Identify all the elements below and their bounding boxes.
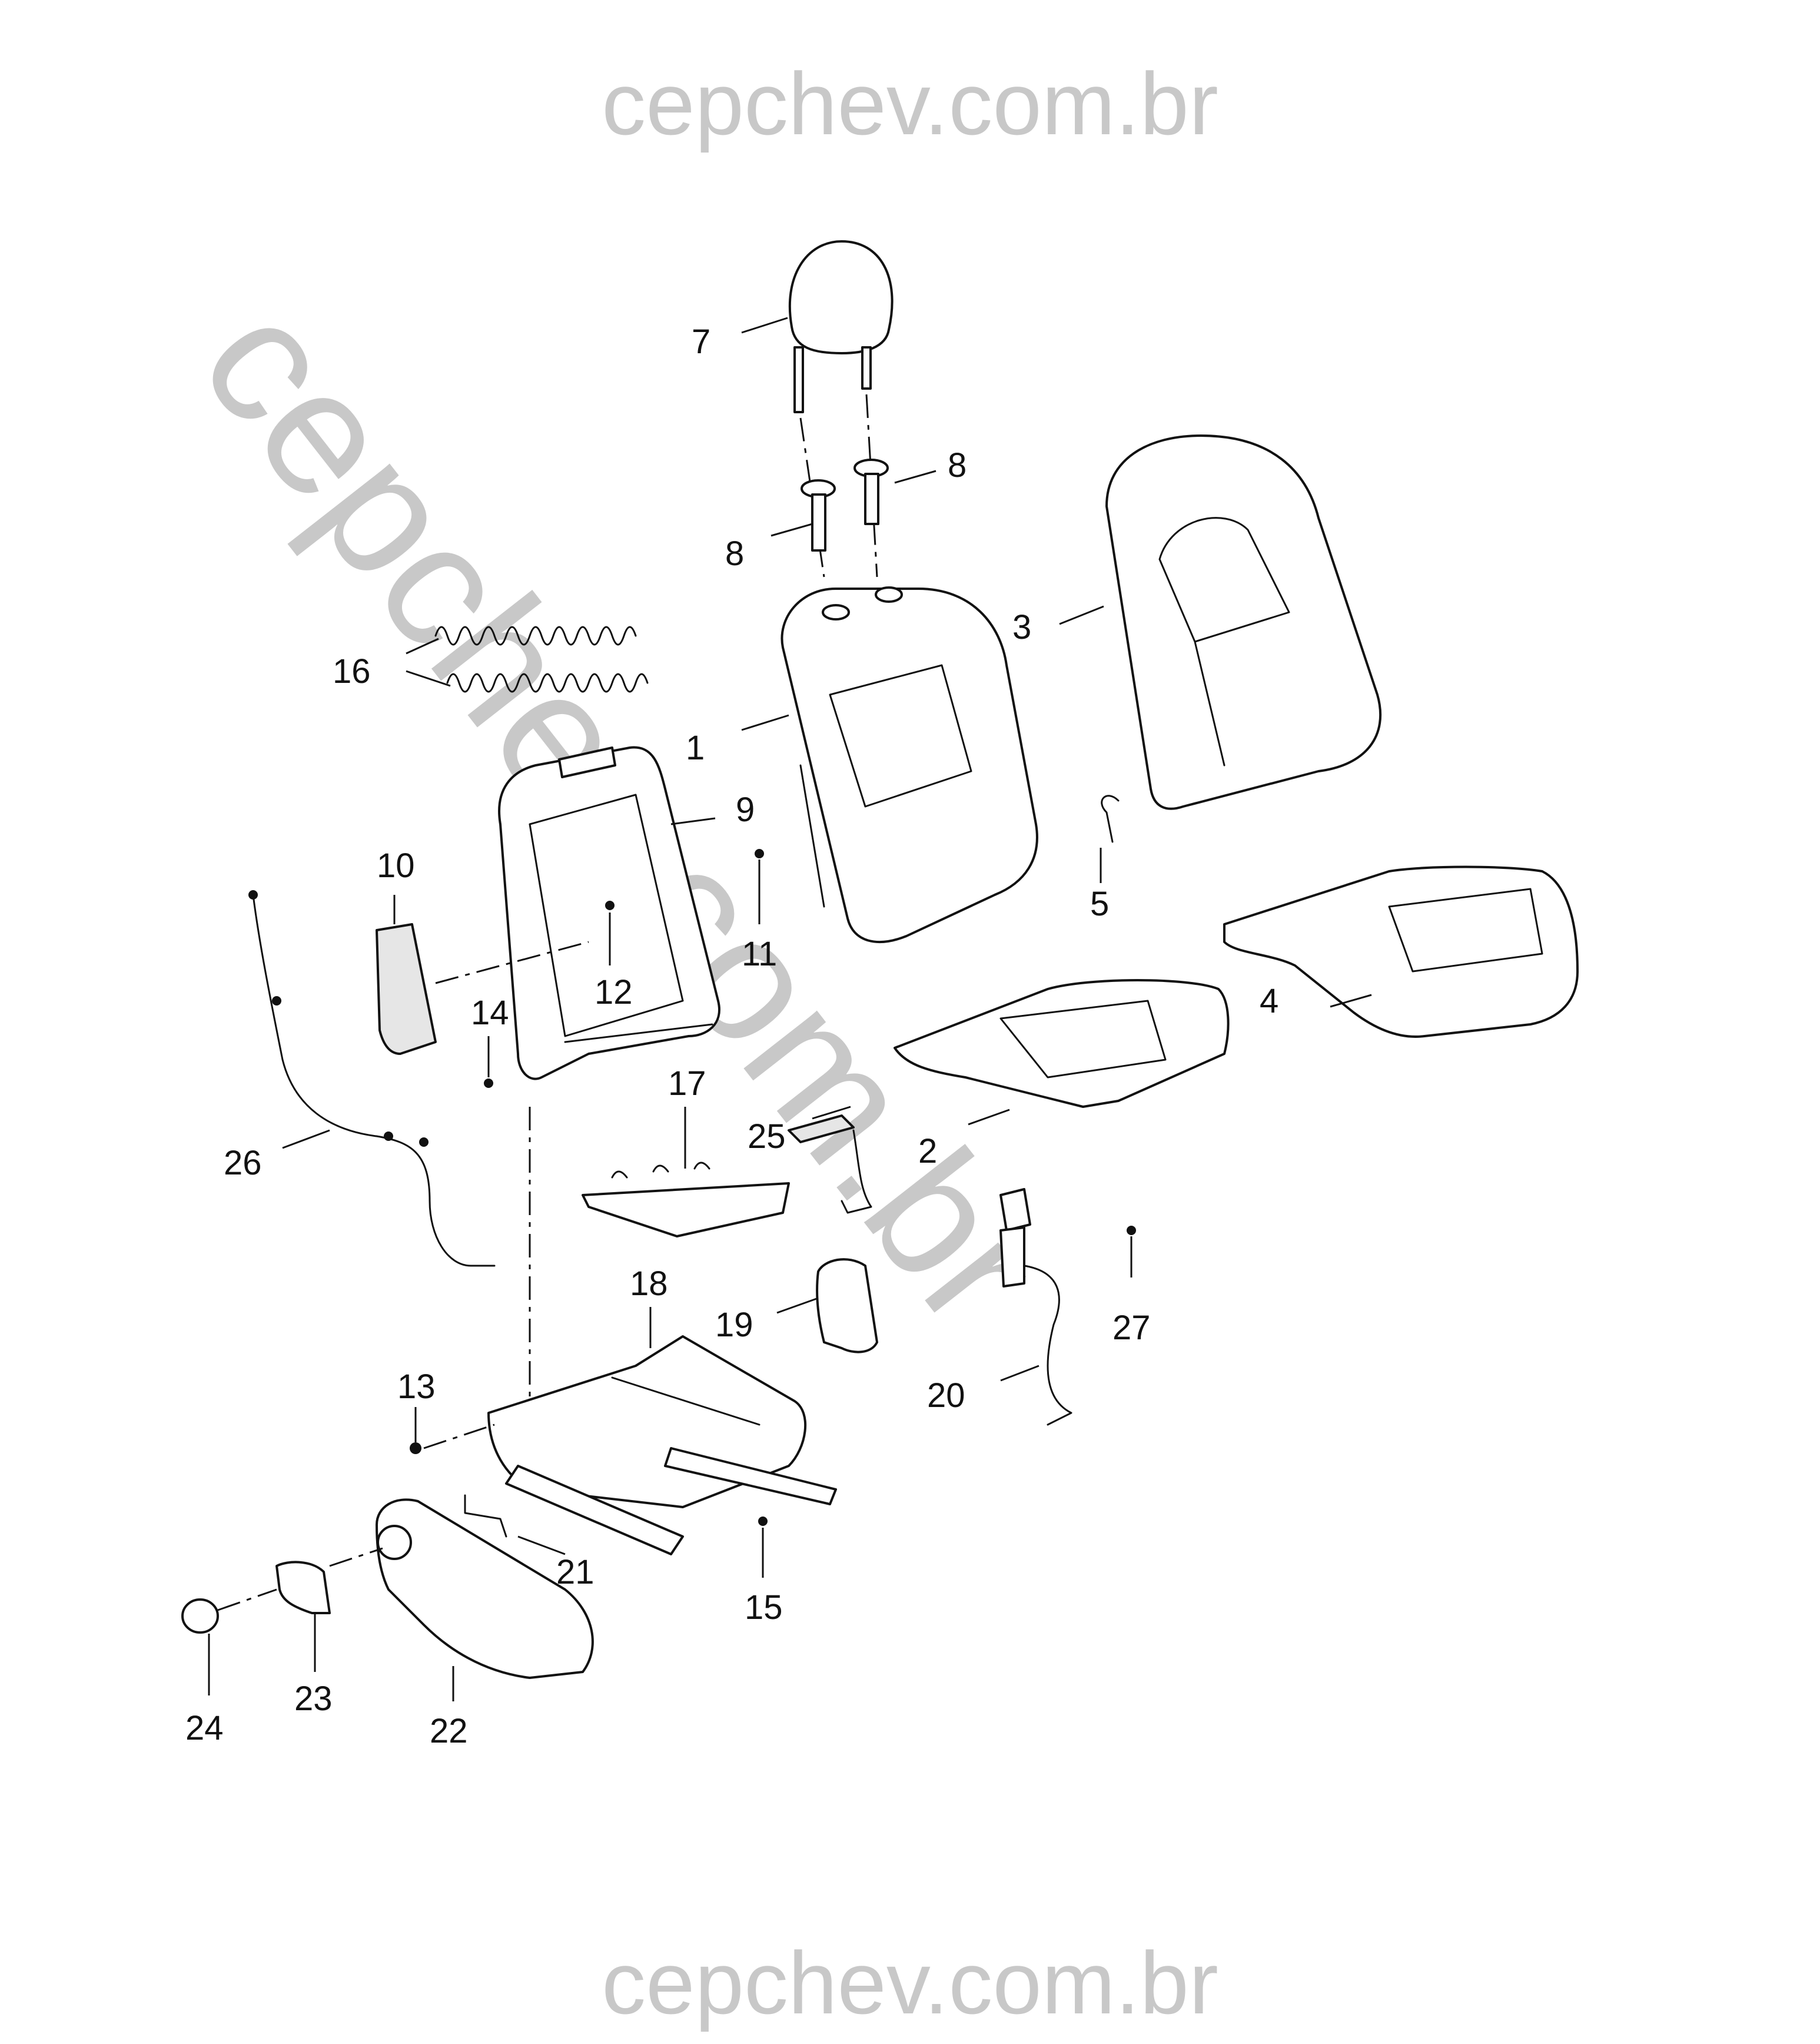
seat-side-shield (376, 1498, 594, 1679)
side-airbag-module (376, 923, 437, 1055)
callout-3: 3 (1012, 608, 1031, 646)
seat-cushion-cover (1223, 865, 1579, 1038)
callout-16: 16 (333, 652, 371, 691)
callout-20: 20 (927, 1376, 965, 1415)
callout-24: 24 (185, 1709, 224, 1747)
callout-9: 9 (736, 791, 755, 829)
callout-8-right: 8 (948, 446, 967, 485)
seat-back-cover (1105, 434, 1381, 810)
callout-5: 5 (1090, 885, 1109, 923)
callout-26: 26 (224, 1144, 262, 1182)
callout-2: 2 (918, 1132, 937, 1170)
callout-11: 11 (742, 935, 777, 973)
seat-wiring-harness (252, 894, 496, 1267)
callout-4: 4 (1260, 982, 1278, 1020)
back-springs (434, 626, 649, 693)
callout-7: 7 (692, 323, 710, 361)
headrest-guide-right (853, 459, 889, 525)
callout-27: 27 (1112, 1309, 1151, 1347)
fastener-11 (755, 849, 764, 858)
callout-10: 10 (377, 847, 415, 885)
headrest (788, 240, 894, 413)
occupant-sensor (788, 1114, 872, 1214)
callout-1: 1 (686, 729, 705, 767)
watermark-top: cepchev.com.br (602, 54, 1218, 153)
callout-15: 15 (745, 1588, 783, 1627)
callout-23: 23 (294, 1680, 333, 1718)
fastener-15 (758, 1517, 768, 1526)
buckle-cover (816, 1258, 878, 1353)
callout-19: 19 (715, 1306, 753, 1344)
fastener-12 (605, 901, 615, 910)
callout-12: 12 (595, 973, 633, 1011)
fastener-13 (410, 1442, 421, 1454)
clip (1101, 795, 1120, 843)
callout-21: 21 (556, 1553, 595, 1591)
seat-belt-buckle (999, 1188, 1072, 1426)
fastener-14 (484, 1079, 493, 1088)
fastener-27 (1127, 1226, 1136, 1235)
seat-back-pad (781, 586, 1038, 943)
seat-cushion-pad (894, 979, 1230, 1108)
recliner-cap (181, 1598, 219, 1634)
callout-14: 14 (471, 994, 509, 1032)
leader-lines (208, 317, 1372, 1701)
adjuster-wire (464, 1494, 507, 1538)
callout-18: 18 (630, 1265, 668, 1303)
callout-22: 22 (430, 1712, 468, 1750)
headrest-guide-left (801, 479, 836, 552)
watermark-bottom: cepchev.com.br (602, 1933, 1218, 2032)
callout-25: 25 (748, 1117, 786, 1156)
recliner-handle (275, 1561, 331, 1614)
suspension-mat (582, 1162, 790, 1237)
callout-8-left: 8 (725, 535, 744, 573)
callout-17: 17 (668, 1064, 706, 1103)
callout-13: 13 (397, 1368, 436, 1406)
seat-cushion-frame (487, 1335, 837, 1555)
